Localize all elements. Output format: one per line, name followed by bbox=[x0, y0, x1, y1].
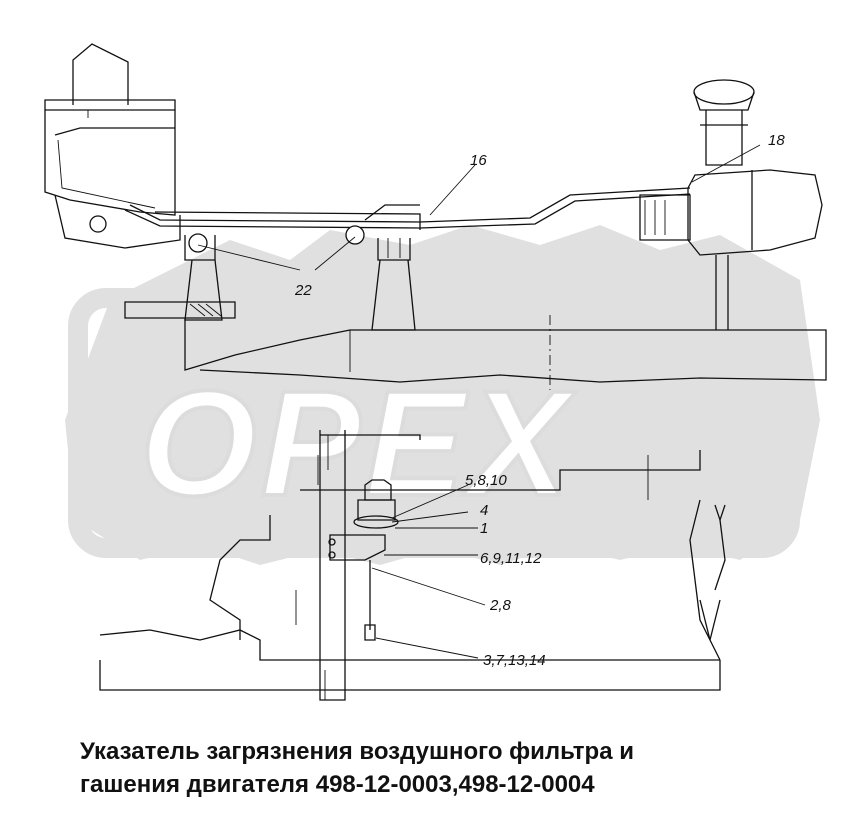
callout-6-9-11-12: 6,9,11,12 bbox=[480, 550, 542, 567]
watermark-logo: OPEX bbox=[65, 225, 820, 565]
caption-line-1: Указатель загрязнения воздушного фильтра… bbox=[80, 738, 634, 765]
callout-1: 1 bbox=[480, 520, 488, 537]
callout-4: 4 bbox=[480, 502, 488, 519]
cable-16 bbox=[124, 187, 691, 230]
caption-line-2: гашения двигателя 498-12-0003,498-12-000… bbox=[80, 771, 595, 798]
callout-18: 18 bbox=[768, 132, 785, 149]
lower-frame bbox=[99, 430, 726, 701]
frame-rail-upper bbox=[124, 301, 827, 390]
air-filter-unit bbox=[639, 79, 823, 330]
callout-5-8-10: 5,8,10 bbox=[465, 472, 507, 489]
watermark-frame bbox=[68, 288, 800, 558]
leader-lines bbox=[197, 144, 761, 659]
callout-2-8: 2,8 bbox=[489, 597, 512, 614]
watermark-text: OPEX bbox=[140, 359, 577, 527]
callouts: 16 18 22 5,8,10 4 1 6,9,11,12 2,8 3,7,13… bbox=[294, 132, 785, 669]
callout-16: 16 bbox=[470, 152, 487, 169]
callout-3-7-13-14: 3,7,13,14 bbox=[483, 652, 546, 669]
drawing-caption: Указатель загрязнения воздушного фильтра… bbox=[80, 735, 800, 801]
watermark-gear bbox=[65, 225, 820, 565]
callout-22: 22 bbox=[294, 282, 312, 299]
seat-bracket-assembly bbox=[44, 43, 181, 249]
clamps-22 bbox=[184, 225, 416, 331]
indicator-assembly bbox=[328, 479, 399, 641]
